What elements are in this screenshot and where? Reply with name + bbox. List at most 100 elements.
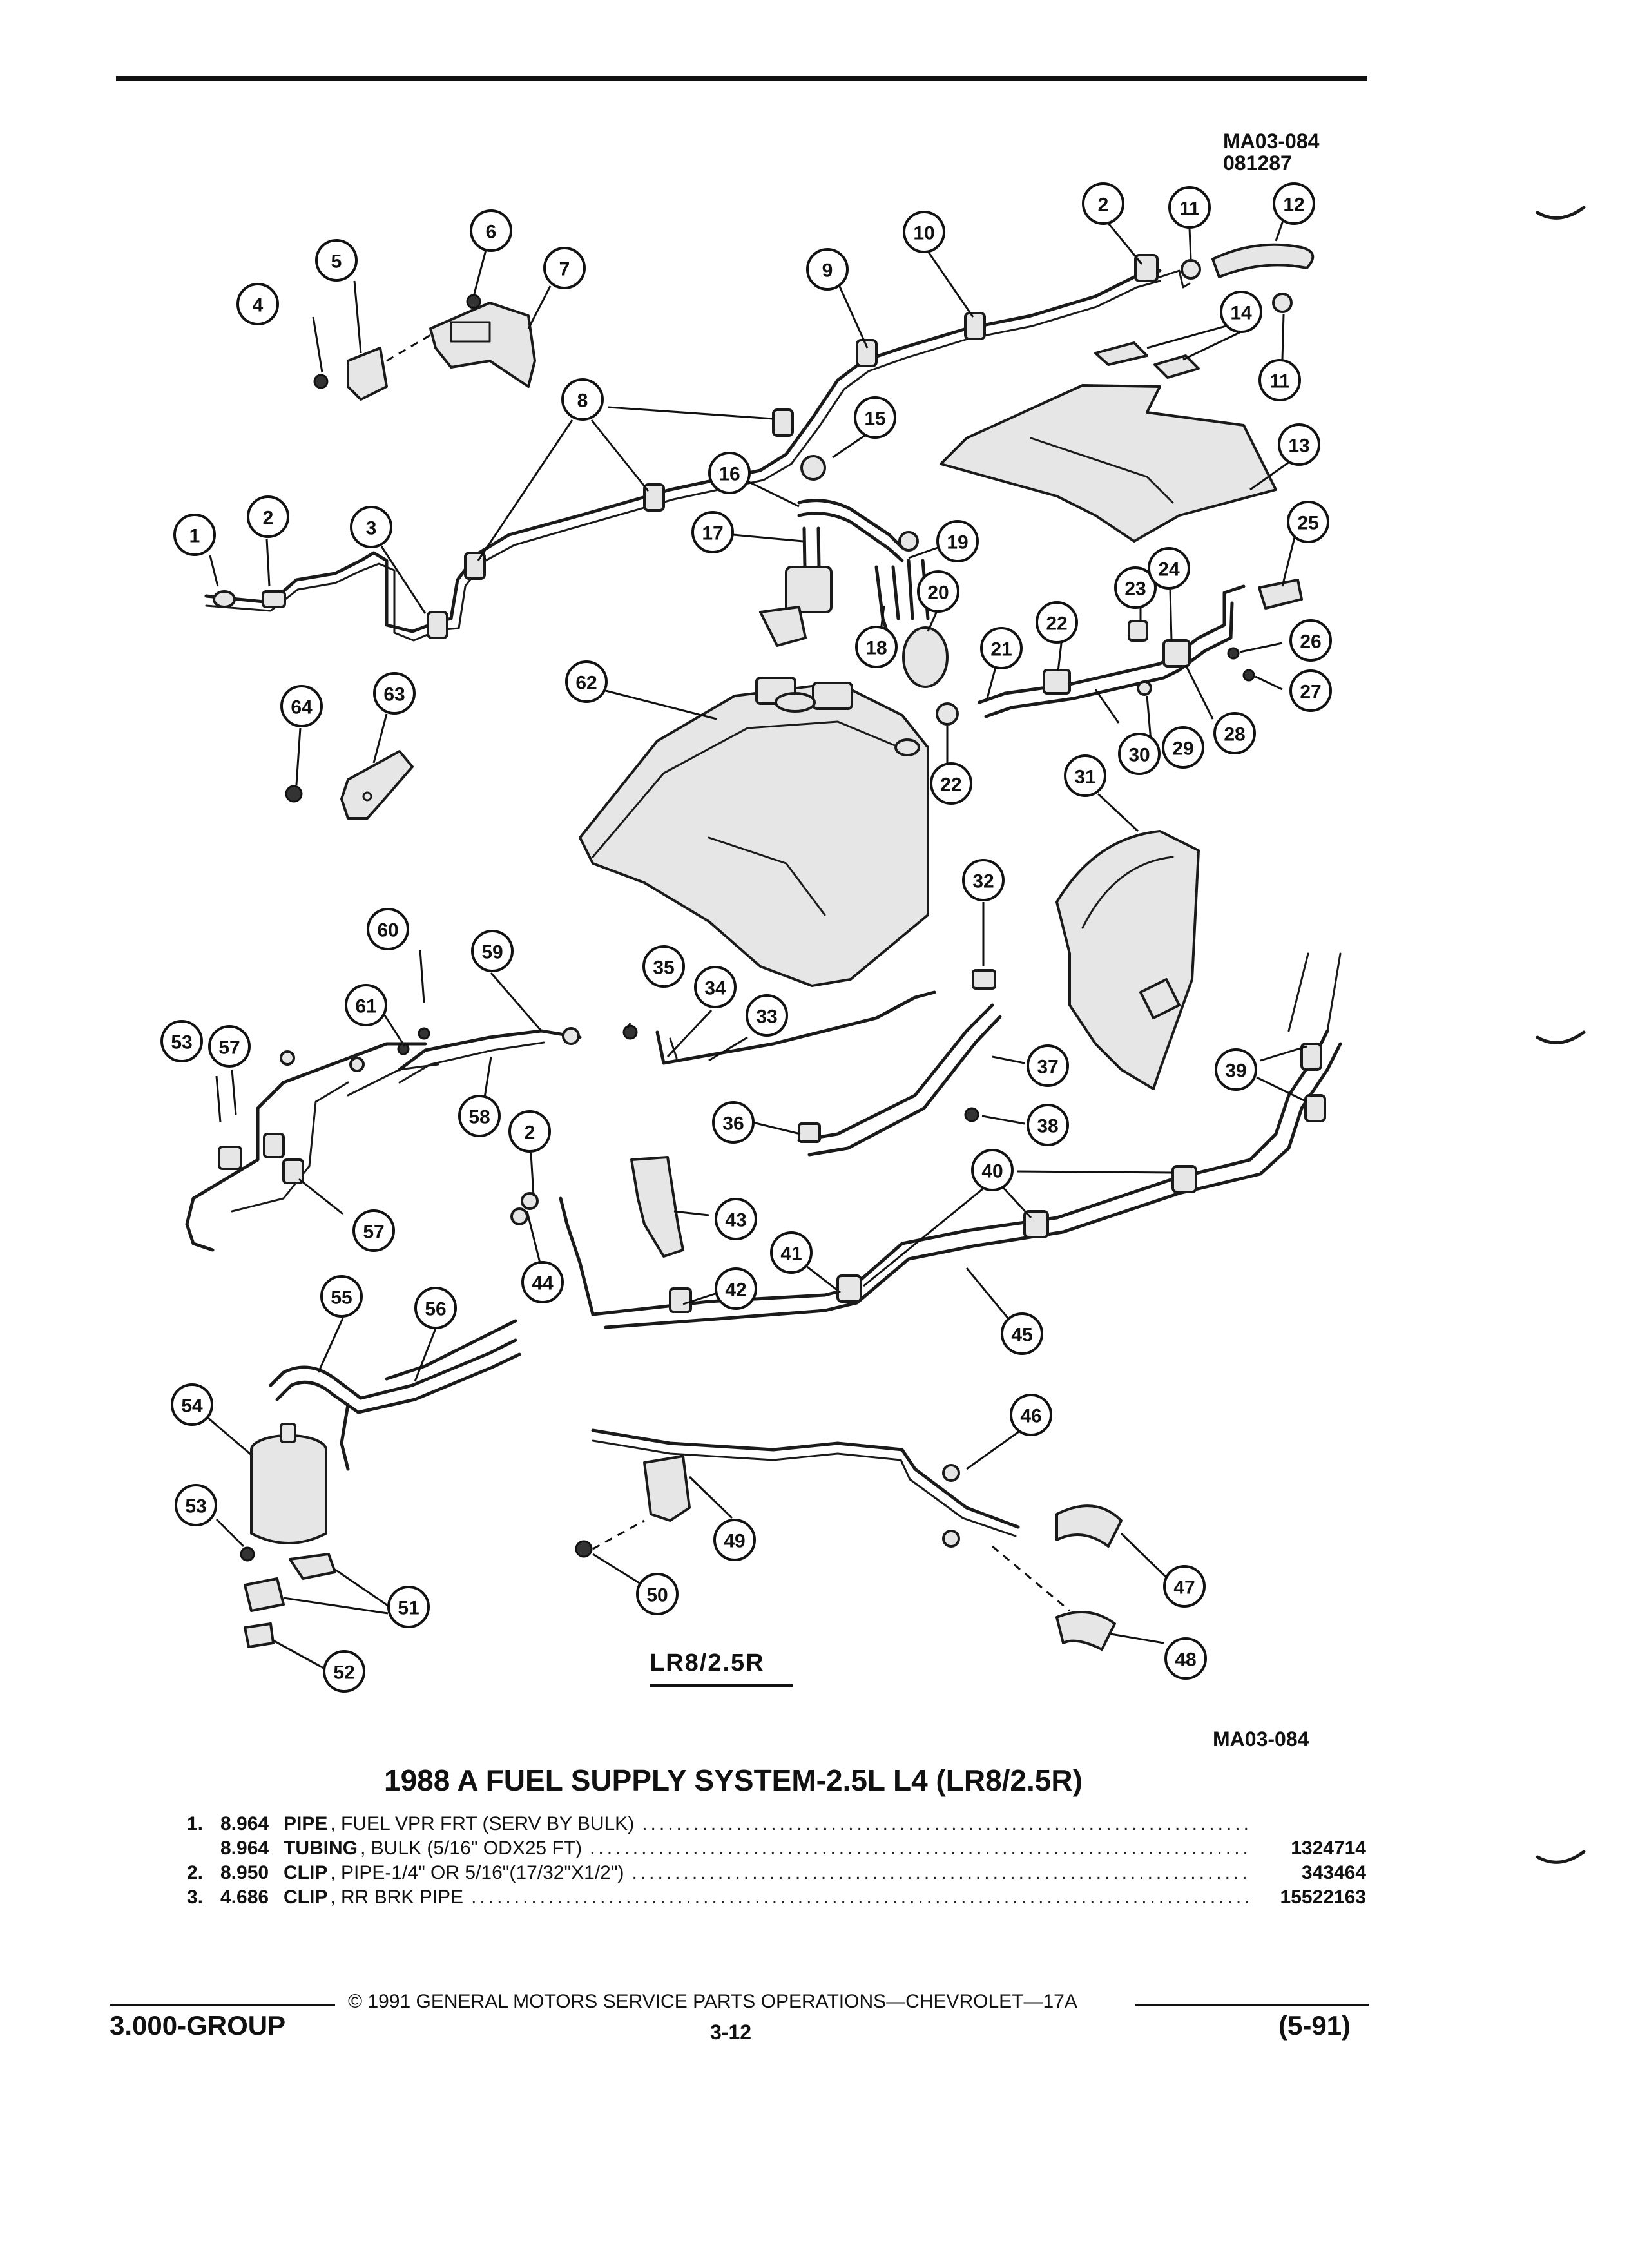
callout-2: 2 (247, 495, 289, 538)
svg-text:41: 41 (780, 1244, 802, 1265)
tank-bracket (285, 750, 414, 820)
parts-row: 8.964 TUBING , BULK (5/16" ODX25 FT) 132… (187, 1836, 1366, 1861)
footer-revision-date: (5-91) (1278, 2010, 1351, 2041)
callout-42: 42 (715, 1267, 757, 1310)
callout-10: 10 (903, 211, 945, 253)
callout-36: 36 (712, 1101, 755, 1144)
callout-18: 18 (855, 626, 898, 668)
callout-37: 37 (1027, 1044, 1069, 1087)
svg-text:30: 30 (1128, 745, 1150, 766)
parts-row: 2. 8.950 CLIP , PIPE-1/4" OR 5/16"(17/32… (187, 1861, 1366, 1885)
callout-17: 17 (691, 511, 734, 553)
part-number: 343464 (1301, 1862, 1366, 1883)
leader-dots (642, 1812, 1249, 1836)
callout-46: 46 (1010, 1394, 1052, 1436)
callout-54: 54 (171, 1383, 213, 1426)
svg-text:54: 54 (181, 1396, 203, 1417)
part-number: 15522163 (1280, 1887, 1366, 1908)
callout-40: 40 (971, 1149, 1014, 1191)
callout-35: 35 (642, 945, 685, 988)
callout-9: 9 (806, 248, 849, 291)
svg-text:3: 3 (366, 518, 377, 539)
level-code: 4.686 (220, 1887, 269, 1908)
callout-22b: 22 (930, 762, 972, 805)
fuel-sender-group (759, 455, 949, 688)
item-number: 3. (187, 1887, 204, 1908)
svg-text:39: 39 (1225, 1061, 1246, 1082)
callout-45: 45 (1001, 1312, 1043, 1355)
svg-text:11: 11 (1179, 198, 1200, 220)
underbody-pipe (575, 1428, 1123, 1651)
svg-text:14: 14 (1230, 303, 1252, 324)
svg-text:51: 51 (398, 1598, 419, 1619)
svg-text:53: 53 (171, 1032, 192, 1053)
svg-text:8: 8 (577, 390, 588, 412)
level-code: 8.950 (220, 1862, 269, 1883)
part-description: , PIPE-1/4" OR 5/16"(17/32"X1/2") (330, 1862, 624, 1883)
callout-34: 34 (694, 966, 737, 1008)
svg-text:13: 13 (1288, 436, 1309, 457)
part-description: , RR BRK PIPE (330, 1887, 464, 1908)
callout-38: 38 (1027, 1104, 1069, 1146)
callout-61: 61 (345, 984, 387, 1026)
figure-reference-bottom: MA03-084 (1213, 1727, 1309, 1751)
svg-text:18: 18 (865, 638, 887, 659)
part-description: , FUEL VPR FRT (SERV BY BULK) (330, 1813, 635, 1834)
svg-text:47: 47 (1173, 1577, 1195, 1599)
part-name: TUBING (284, 1838, 358, 1859)
rear-pipe-bundle (185, 1027, 582, 1252)
svg-text:19: 19 (947, 532, 968, 553)
callout-8: 8 (561, 378, 604, 421)
main-rear-pipes (510, 952, 1342, 1329)
svg-text:61: 61 (355, 996, 376, 1017)
item-number: 1. (187, 1813, 204, 1834)
callout-60: 60 (367, 908, 409, 950)
svg-text:2: 2 (263, 508, 274, 529)
svg-text:45: 45 (1011, 1325, 1032, 1346)
callout-1: 1 (173, 514, 216, 556)
callout-43: 43 (715, 1198, 757, 1240)
svg-text:46: 46 (1020, 1406, 1041, 1427)
svg-text:56: 56 (425, 1299, 446, 1320)
svg-text:5: 5 (331, 251, 342, 273)
footer-rule-right (1135, 2004, 1369, 2006)
svg-text:59: 59 (481, 942, 503, 963)
callout-27: 27 (1289, 669, 1332, 712)
figure-date-code: 081287 (1223, 151, 1292, 175)
callout-15: 15 (854, 396, 896, 439)
svg-text:28: 28 (1224, 724, 1245, 745)
svg-text:2: 2 (525, 1122, 535, 1144)
callout-57b: 57 (352, 1209, 395, 1252)
svg-text:64: 64 (291, 697, 313, 718)
callout-39: 39 (1215, 1048, 1257, 1091)
svg-text:55: 55 (331, 1287, 352, 1309)
item-number: 2. (187, 1862, 204, 1883)
callout-11b: 11 (1258, 359, 1301, 401)
callout-19: 19 (936, 520, 979, 562)
callout-6: 6 (470, 209, 512, 252)
svg-text:36: 36 (722, 1113, 744, 1135)
part-description: , BULK (5/16" ODX25 FT) (360, 1838, 583, 1859)
callout-14: 14 (1220, 291, 1262, 333)
binder-marks (1536, 206, 1586, 1864)
svg-text:31: 31 (1074, 767, 1095, 788)
small-clips (240, 1546, 336, 1648)
svg-text:62: 62 (575, 673, 597, 694)
callout-3: 3 (350, 506, 392, 548)
callout-58: 58 (458, 1095, 501, 1137)
callout-22: 22 (1036, 601, 1078, 644)
svg-text:32: 32 (972, 871, 994, 892)
level-code: 8.964 (220, 1838, 269, 1859)
callout-53: 53 (160, 1020, 203, 1062)
svg-text:53: 53 (185, 1496, 206, 1517)
svg-text:22: 22 (1046, 613, 1067, 635)
callout-11: 11 (1168, 186, 1211, 229)
part-number: 1324714 (1291, 1838, 1366, 1859)
callouts: 1 2 3 4 5 6 7 8 9 10 2 11 12 14 11 13 15… (160, 182, 1332, 1693)
section-title: 1988 A FUEL SUPPLY SYSTEM-2.5L L4 (LR8/2… (384, 1763, 1083, 1797)
svg-text:7: 7 (559, 259, 570, 280)
svg-text:22: 22 (940, 774, 961, 796)
part-name: PIPE (284, 1813, 328, 1834)
leader-dots (471, 1885, 1249, 1910)
svg-text:63: 63 (383, 684, 405, 706)
